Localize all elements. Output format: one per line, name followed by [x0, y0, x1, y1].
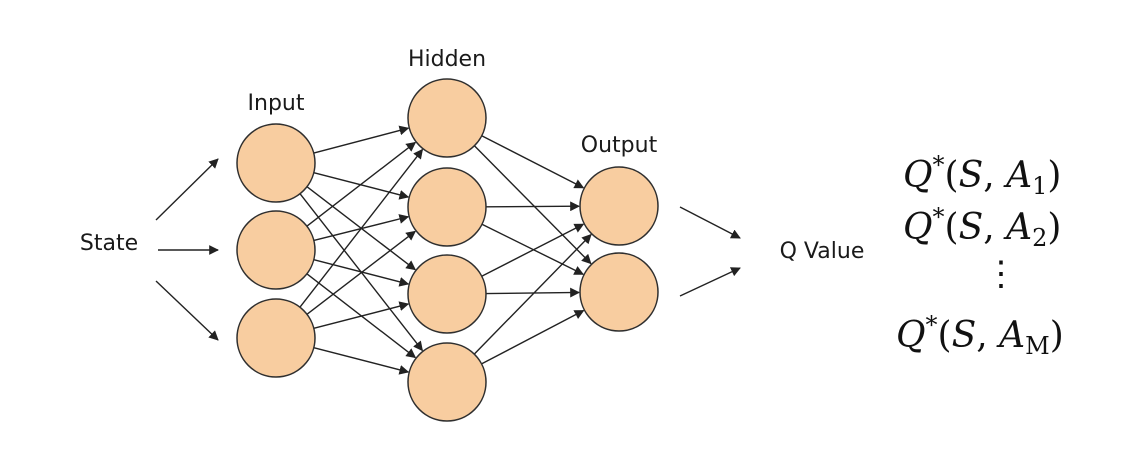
- edge-input-2-hidden-3: [313, 259, 410, 287]
- hidden-node-3: [407, 254, 487, 334]
- hidden-node-1: [407, 78, 487, 158]
- ellipsis-vertical: ⋮: [984, 254, 1018, 294]
- edge-hidden-1-output-2: [473, 145, 592, 265]
- edge-hidden-2-output-2: [481, 223, 585, 275]
- state-arrow-to-input-1: [155, 158, 219, 221]
- edge-input-1-hidden-1: [313, 125, 410, 154]
- output-layer-label: Output: [581, 133, 658, 158]
- q-value-action-m: Q*(S, AM): [896, 311, 1064, 360]
- nodes: [236, 78, 659, 422]
- hidden-node-4: [407, 342, 487, 422]
- edge-hidden-4-output-2: [481, 309, 585, 365]
- edge-hidden-2-output-1: [485, 201, 580, 212]
- input-node-3: [236, 298, 316, 378]
- edge-hidden-1-output-1: [481, 135, 585, 189]
- edge-hidden-3-output-1: [481, 223, 585, 277]
- input-layer-label: Input: [248, 91, 305, 116]
- output-node-2: [579, 252, 659, 332]
- edge-input-3-hidden-3: [313, 301, 410, 329]
- q-value-action-2: Q*(S, A2): [903, 203, 1062, 252]
- q-value-action-1: Q*(S, A1): [903, 151, 1062, 200]
- state-arrow-to-input-3: [155, 280, 219, 341]
- edge-input-3-hidden-2: [306, 230, 417, 315]
- hidden-layer-label: Hidden: [408, 47, 486, 72]
- edge-input-3-hidden-1: [299, 148, 424, 308]
- output-1-arrow-to-q-value: [679, 206, 741, 239]
- state-label: State: [80, 231, 138, 256]
- input-node-1: [236, 123, 316, 203]
- hidden-node-2: [407, 167, 487, 247]
- edge-hidden-4-output-1: [473, 233, 592, 355]
- edge-input-2-hidden-1: [306, 141, 417, 227]
- input-node-2: [236, 210, 316, 290]
- edge-input-3-hidden-4: [313, 347, 410, 375]
- edges: [155, 125, 741, 375]
- output-2-arrow-to-q-value: [679, 267, 741, 297]
- output-node-1: [579, 166, 659, 246]
- edge-hidden-3-output-2: [485, 287, 580, 298]
- q-value-label: Q Value: [780, 239, 865, 264]
